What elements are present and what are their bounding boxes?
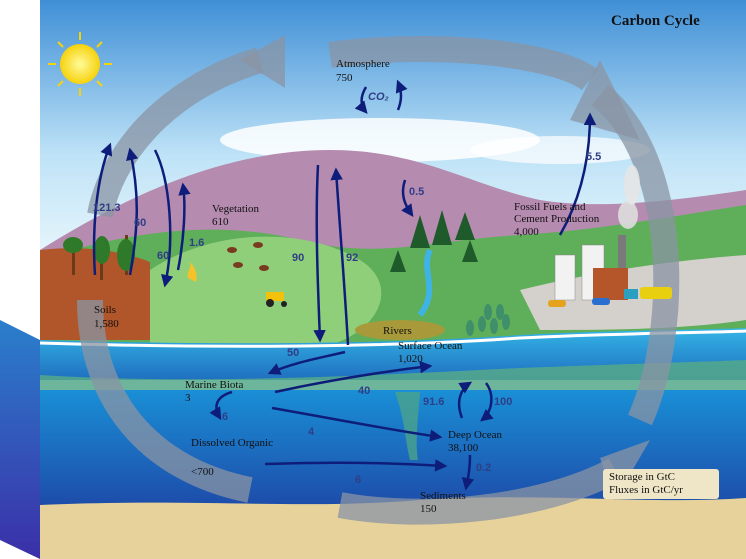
flux-1-6: 1.6 [189,237,205,249]
cloud [470,136,650,164]
surface-ocean-label: Surface Ocean [398,340,463,352]
flux-0-2: 0.2 [476,462,492,474]
vegetation-value: 610 [212,216,229,228]
sediment-floor [40,497,746,559]
flux-6-dissolved: 6 [222,411,229,423]
sediments-label: Sediments [420,490,466,502]
flux-90: 90 [292,252,305,264]
co2-label: CO₂ [368,91,389,103]
factory-icon [554,165,640,301]
marine-biota-value: 3 [185,392,191,404]
fire-icon [187,262,197,282]
sun-icon [48,32,112,96]
diagram-title: Carbon Cycle [611,13,700,29]
flux-0-5: 0.5 [409,186,425,198]
flux-121-3: 121.3 [93,202,121,214]
atmosphere-label: Atmosphere [336,58,390,70]
flux-5-5: 5.5 [586,151,602,163]
legend-fluxes: Fluxes in GtC/yr [609,484,683,496]
soils-value: 1,580 [94,318,119,330]
deep-ocean-label: Deep Ocean [448,429,503,441]
river [417,248,433,317]
fossil-value: 4,000 [514,226,539,238]
soils-label: Soils [94,304,117,316]
cattle-icon [227,242,269,271]
flux-6-deep: 6 [355,474,362,486]
surface-ocean-value: 1,020 [398,353,423,365]
tractor-icon [266,292,287,307]
vegetation-hill [150,236,382,345]
flux-92: 92 [346,252,359,264]
flux-4: 4 [308,426,315,438]
legend-box: Storage in GtC Fluxes in GtC/yr [603,469,719,499]
dissolved-organic-label: Dissolved Organic [191,437,273,449]
sediments-value: 150 [420,503,437,515]
marine-plants-icon [466,304,510,336]
marine-biota-label: Marine Biota [185,379,244,391]
soil [40,248,150,340]
river-mouth [355,320,445,340]
legend-storage: Storage in GtC [609,471,675,483]
tree-icon [63,235,135,280]
rivers-label: Rivers [383,325,412,337]
fossil-label: Fossil Fuels and [514,201,586,213]
flux-50: 50 [287,347,300,359]
vehicles-icon [548,287,672,307]
atmosphere-value: 750 [336,72,353,84]
flux-40: 40 [358,385,371,397]
flux-60-soil: 60 [134,217,147,229]
flux-60-veg: 60 [157,250,170,262]
vegetation-label: Vegetation [212,203,260,215]
cloud [220,118,540,162]
deep-ocean-value: 38,100 [448,442,479,454]
conifer-icon [390,210,478,272]
flux-91-6: 91.6 [423,396,445,408]
dissolved-organic-value: <700 [191,466,214,478]
box-side [0,320,40,559]
flux-100: 100 [494,396,513,408]
fossil-label-2: Cement Production [514,213,600,225]
